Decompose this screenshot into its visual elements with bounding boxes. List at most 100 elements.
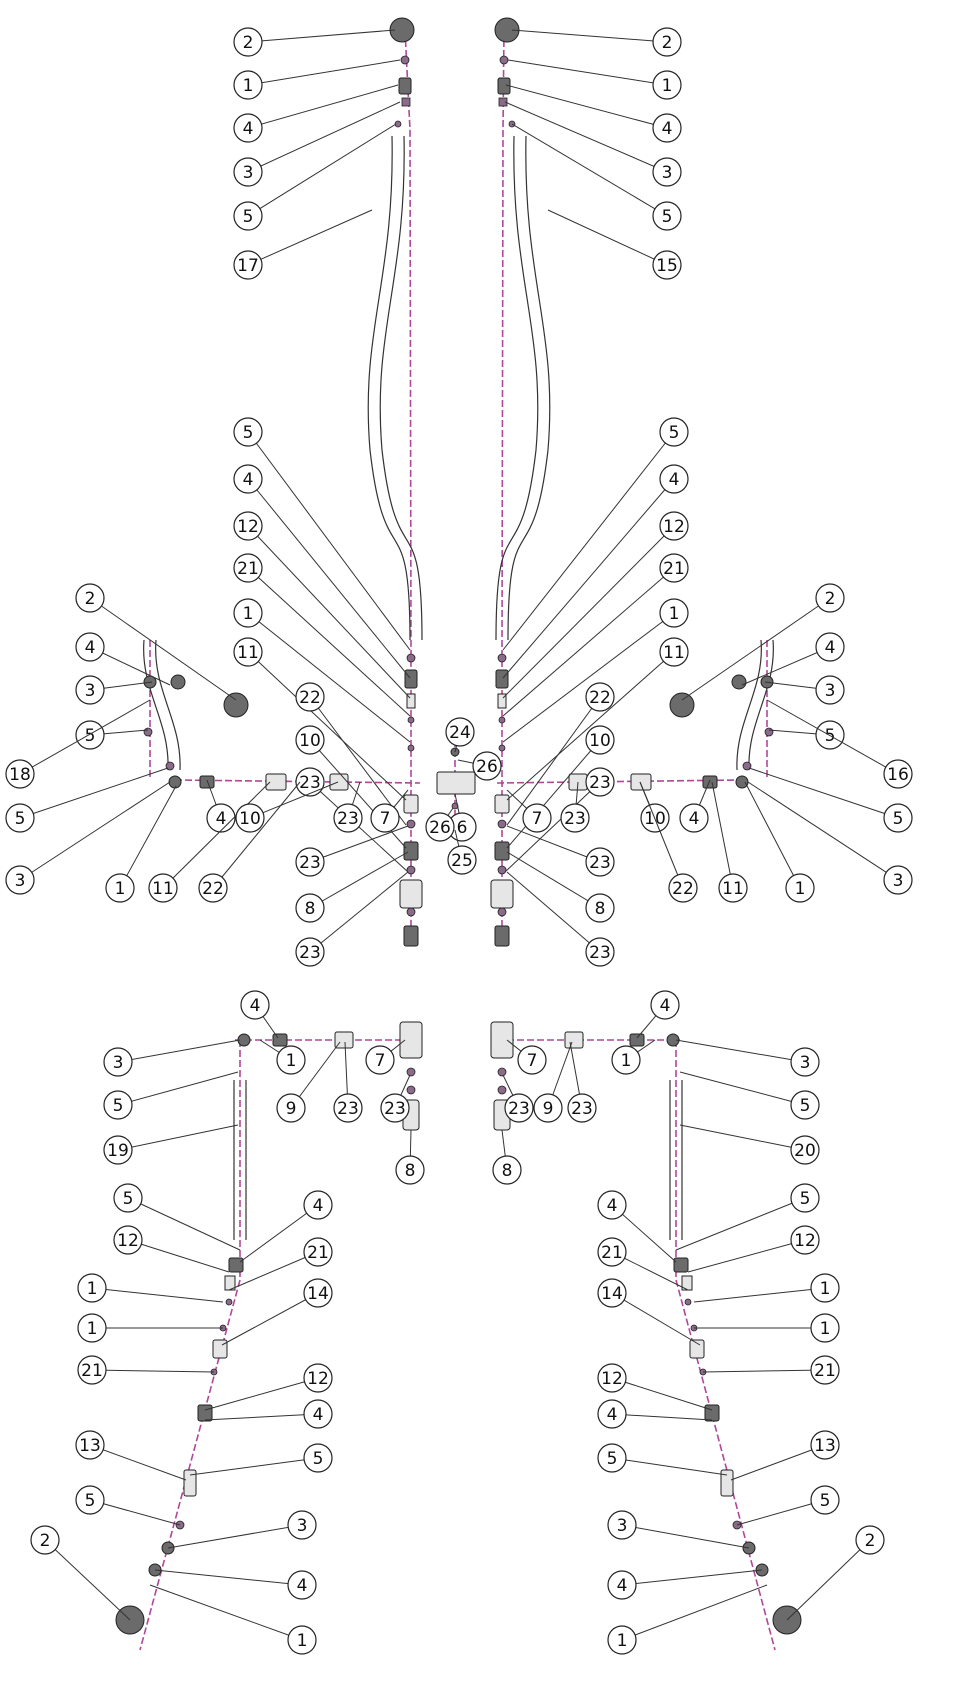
- leader-line: [19, 699, 151, 775]
- callout-bubble: [365, 1045, 395, 1075]
- callout-bubble: [659, 598, 689, 628]
- callout-1: 1: [785, 873, 815, 903]
- callout-number: 9: [286, 1099, 297, 1119]
- callout-22: 22: [585, 682, 615, 712]
- callout-number: 4: [689, 809, 700, 829]
- leader-line: [309, 851, 409, 909]
- callout-number: 5: [669, 423, 680, 443]
- callout-number: 8: [595, 899, 606, 919]
- callout-bubble: [659, 637, 689, 667]
- callout-1: 1: [287, 1625, 317, 1655]
- callout-bubble: [585, 682, 615, 712]
- callout-5: 5: [810, 1485, 840, 1515]
- callout-number: 4: [243, 119, 254, 139]
- callout-bubble: [233, 201, 263, 231]
- callout-bubble: [652, 250, 682, 280]
- callout-bubble: [810, 1355, 840, 1385]
- leader-line: [506, 871, 601, 953]
- callout-number: 1: [87, 1319, 98, 1339]
- callout-10: 10: [235, 803, 265, 833]
- callout-number: 12: [794, 1231, 816, 1251]
- leader-line: [621, 1584, 768, 1641]
- callout-bubble: [233, 27, 263, 57]
- leader-line: [247, 123, 397, 217]
- callout-3: 3: [5, 865, 35, 895]
- callout-bubble: [607, 1570, 637, 1600]
- leader-line: [507, 59, 668, 86]
- callout-number: 14: [307, 1284, 329, 1304]
- callout-21: 21: [810, 1355, 840, 1385]
- leader-line: [639, 781, 684, 889]
- callout-22: 22: [198, 873, 228, 903]
- callout-number: 11: [237, 643, 259, 663]
- leader-line: [506, 851, 601, 909]
- callout-21: 21: [303, 1237, 333, 1267]
- leader-line: [693, 1287, 826, 1303]
- callout-22: 22: [295, 682, 325, 712]
- callout-bubble: [597, 1363, 627, 1393]
- callout-21: 21: [659, 553, 689, 583]
- leader-line: [89, 1444, 187, 1481]
- leader-line: [502, 612, 675, 743]
- leader-line: [505, 84, 668, 129]
- callout-number: 23: [299, 773, 321, 793]
- callout-bubble: [303, 1443, 333, 1473]
- callout-number: 4: [313, 1196, 324, 1216]
- callout-number: 24: [449, 723, 471, 743]
- callout-bubble: [810, 1430, 840, 1460]
- callout-23: 23: [295, 767, 325, 797]
- leader-line: [611, 1457, 728, 1476]
- callout-bubble: [30, 1525, 60, 1555]
- callout-bubble: [790, 1135, 820, 1165]
- callout-4: 4: [233, 464, 263, 494]
- callout-number: 20: [794, 1141, 816, 1161]
- callout-number: 1: [297, 1631, 308, 1651]
- callout-bubble: [113, 1183, 143, 1213]
- callout-12: 12: [303, 1363, 333, 1393]
- callout-number: 1: [621, 1051, 632, 1071]
- callout-bubble: [395, 1155, 425, 1185]
- callout-number: 3: [825, 681, 836, 701]
- callout-number: 5: [243, 207, 254, 227]
- leader-line: [247, 651, 407, 801]
- callout-bubble: [855, 1525, 885, 1555]
- leader-line: [117, 1039, 241, 1063]
- callout-number: 5: [123, 1189, 134, 1209]
- callout-bubble: [333, 803, 363, 833]
- callout-bubble: [611, 1045, 641, 1075]
- leader-line: [679, 1071, 806, 1106]
- callout-4: 4: [659, 464, 689, 494]
- leader-line: [502, 525, 675, 699]
- callout-1: 1: [652, 70, 682, 100]
- callout-number: 23: [337, 1099, 359, 1119]
- callout-19: 19: [103, 1135, 133, 1165]
- leader-line: [741, 646, 831, 686]
- callout-bubble: [659, 417, 689, 447]
- callout-4: 4: [206, 803, 236, 833]
- callout-bubble: [148, 873, 178, 903]
- callout-bubble: [883, 803, 913, 833]
- callout-12: 12: [790, 1225, 820, 1255]
- callout-bubble: [815, 632, 845, 662]
- callout-bubble: [75, 583, 105, 613]
- callout-number: 23: [589, 853, 611, 873]
- callout-4: 4: [303, 1190, 333, 1220]
- callout-1: 1: [810, 1313, 840, 1343]
- leader-line: [611, 1413, 713, 1421]
- callout-3: 3: [652, 157, 682, 187]
- callout-11: 11: [233, 637, 263, 667]
- leader-line: [89, 1499, 181, 1526]
- callout-bubble: [295, 847, 325, 877]
- callout-bubble: [233, 598, 263, 628]
- callout-5: 5: [75, 1485, 105, 1515]
- callout-13: 13: [810, 1430, 840, 1460]
- callout-5: 5: [303, 1443, 333, 1473]
- callout-number: 4: [825, 638, 836, 658]
- callout-12: 12: [233, 511, 263, 541]
- callout-bubble: [287, 1570, 317, 1600]
- leader-line: [204, 1377, 319, 1411]
- callout-bubble: [103, 1047, 133, 1077]
- callout-number: 23: [571, 1099, 593, 1119]
- callout-number: 1: [115, 879, 126, 899]
- callout-number: 23: [508, 1099, 530, 1119]
